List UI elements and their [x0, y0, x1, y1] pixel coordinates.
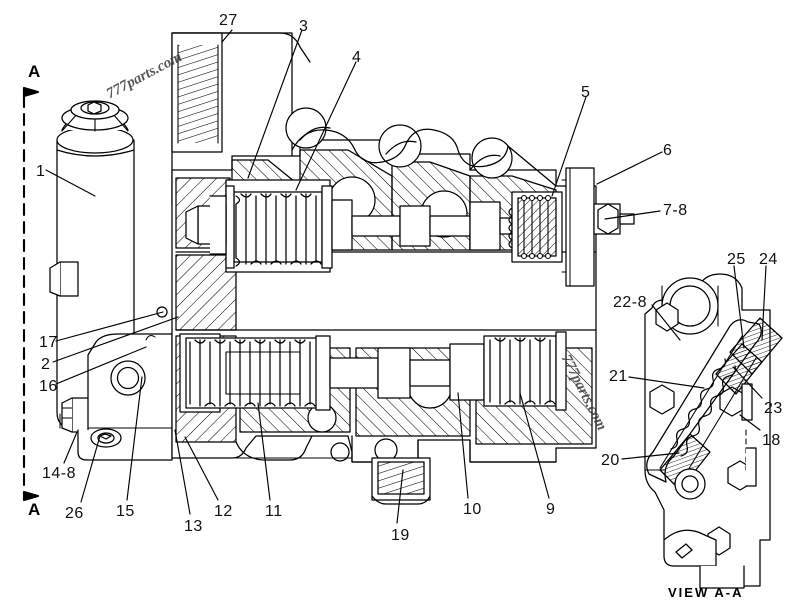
callout-19: 19 [391, 527, 410, 544]
leader-line-3 [247, 29, 303, 179]
leader-line-13 [174, 429, 191, 515]
callout-5: 5 [581, 84, 591, 101]
callout-18: 18 [762, 432, 781, 449]
right-end-cap-assembly [508, 167, 635, 287]
leader-line-27 [221, 29, 233, 43]
view-aa-caption: VIEW A-A [668, 585, 744, 600]
callout-9: 9 [546, 501, 556, 518]
section-line-a-a [22, 86, 40, 502]
leader-line-16 [55, 346, 147, 385]
callout-21: 21 [609, 368, 628, 385]
callout-26: 26 [65, 505, 84, 522]
callout-25: 25 [727, 251, 746, 268]
leader-line-22-8 [651, 304, 681, 341]
callout-11: 11 [265, 503, 283, 520]
leader-line-14-8 [63, 431, 78, 464]
section-mark-bottom: A [28, 500, 41, 519]
callout-3: 3 [299, 18, 309, 35]
leader-line-17 [55, 311, 164, 342]
callout-2: 2 [41, 356, 51, 373]
callout-27: 27 [219, 12, 238, 29]
callout-22-8: 22-8 [613, 294, 648, 311]
callout-16: 16 [39, 378, 58, 395]
leader-line-12 [184, 436, 219, 501]
leader-line-7-8 [604, 210, 661, 220]
upper-spool-assembly [185, 179, 513, 273]
callout-6: 6 [663, 142, 673, 159]
serrated-end-blocks [659, 317, 783, 491]
callout-15: 15 [116, 503, 135, 520]
leader-line-1 [45, 169, 96, 197]
callout-17: 17 [39, 334, 58, 351]
lower-spring-coils [189, 339, 316, 407]
callout-20: 20 [601, 452, 620, 469]
leader-line-25 [733, 265, 745, 349]
leader-line-19 [396, 469, 404, 524]
upper-spring-coils [235, 193, 322, 267]
callout-1: 1 [36, 163, 46, 180]
leader-line-10 [457, 392, 469, 499]
leader-line-2 [52, 316, 179, 363]
callout-24: 24 [759, 251, 778, 268]
callout-12: 12 [214, 503, 233, 520]
leader-line-4 [295, 61, 357, 191]
section-mark-top: A [28, 62, 41, 81]
leader-line-21 [628, 376, 705, 389]
leader-line-20 [621, 452, 680, 460]
left-mounting-block [77, 306, 173, 461]
leader-line-18 [739, 414, 761, 431]
callout-4: 4 [352, 49, 362, 66]
leader-line-6 [596, 151, 663, 185]
leader-line-24 [761, 265, 767, 341]
leader-line-26 [80, 435, 101, 503]
leader-line-23 [732, 366, 763, 399]
leader-line-11 [257, 402, 271, 501]
view-a-a-detail [644, 273, 783, 589]
callout-23: 23 [764, 400, 783, 417]
leader-line-15 [126, 376, 143, 501]
valve-body-casting [171, 107, 597, 463]
leader-line-5 [551, 96, 587, 197]
bottom-threaded-boss-19 [371, 457, 431, 505]
callout-14-8: 14-8 [42, 465, 77, 482]
callout-7-8: 7-8 [663, 202, 688, 219]
callout-10: 10 [463, 501, 482, 518]
lower-spool-assembly [179, 331, 567, 413]
callout-13: 13 [184, 518, 203, 535]
leader-line-9 [519, 392, 550, 499]
